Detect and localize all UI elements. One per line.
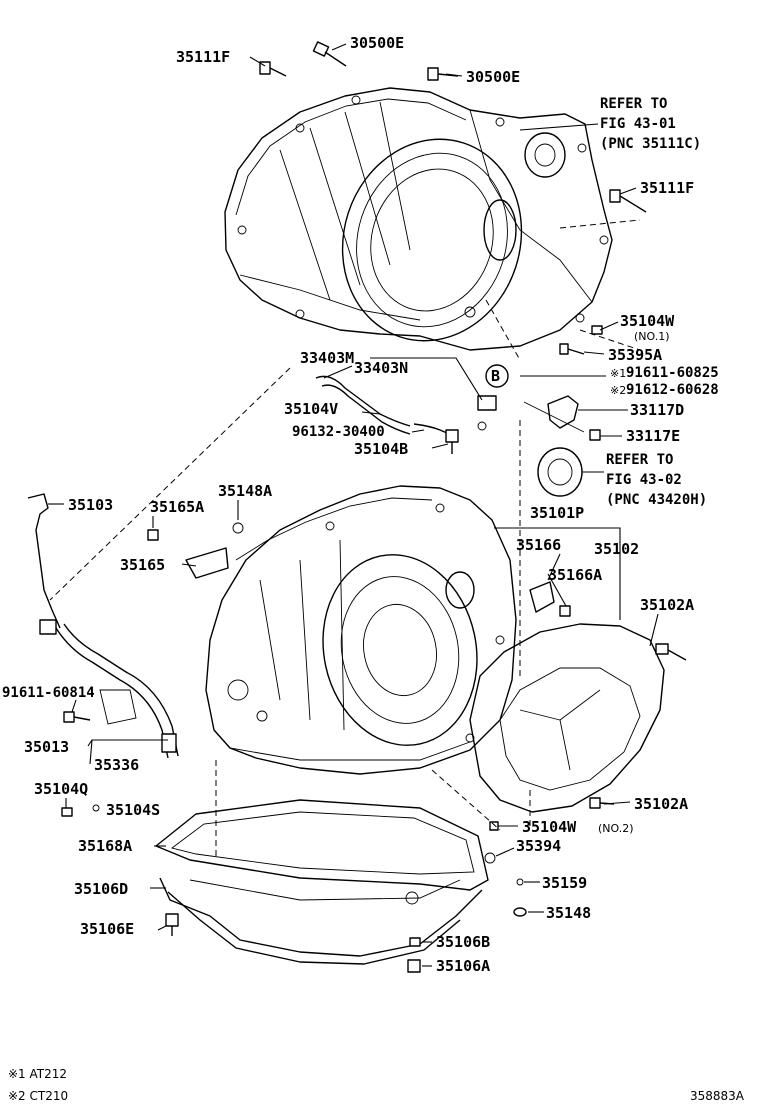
bolt-icon: [609, 189, 647, 213]
bolt-icon: [427, 67, 459, 81]
drain-plug-icon: [407, 937, 421, 973]
label-91611-60825: 91611-60825: [626, 365, 719, 381]
label-35106e: 35106E: [80, 920, 134, 938]
plug-icon: [232, 522, 244, 534]
oil-pan: [159, 877, 483, 965]
transaxle-housing: [224, 87, 613, 351]
label-33117e: 33117E: [626, 427, 680, 445]
label-30500e-upper: 30500E: [350, 34, 404, 52]
oil-cooler-hose: [315, 375, 459, 454]
label-35159: 35159: [542, 874, 587, 892]
label-35165: 35165: [120, 556, 165, 574]
bolt-icon: [165, 913, 179, 936]
mark-1: ※1: [610, 367, 626, 380]
shim-icon: [529, 581, 555, 613]
label-35104w-no1-note: (NO.1): [634, 330, 670, 343]
refer2-text-line1: REFER TO: [606, 452, 673, 468]
dowel-pin-icon: [591, 325, 603, 335]
label-35111f-left: 35111F: [176, 48, 230, 66]
label-35106b: 35106B: [436, 933, 490, 951]
label-35104q: 35104Q: [34, 780, 88, 798]
label-35102a-lower: 35102A: [634, 795, 688, 813]
label-33403n: 33403N: [354, 359, 408, 377]
label-35104w-no1: 35104W: [620, 312, 675, 330]
label-35111f-right: 35111F: [640, 179, 694, 197]
label-35013: 35013: [24, 738, 69, 756]
label-35104w-no2: 35104W: [522, 818, 577, 836]
oil-pan-gasket: [155, 799, 489, 891]
b-marker: B: [485, 364, 509, 388]
plug-icon: [61, 804, 100, 817]
footnote-1: ※1 AT212: [8, 1067, 67, 1081]
bolt-icon: [312, 41, 347, 67]
label-35148: 35148: [546, 904, 591, 922]
label-35395a: 35395A: [608, 346, 662, 364]
union-fitting-icon: [477, 395, 497, 431]
label-35166a: 35166A: [548, 566, 602, 584]
label-35148a: 35148A: [218, 482, 272, 500]
label-35102: 35102: [594, 540, 639, 558]
label-35104s: 35104S: [106, 801, 160, 819]
shim-icon: [185, 547, 229, 579]
bolt-icon: [259, 61, 287, 77]
refer2-text-line3: (PNC 43420H): [606, 492, 707, 508]
label-35336: 35336: [94, 756, 139, 774]
bolt-icon: [655, 643, 687, 661]
footnotes: ※1 AT212 ※2 CT210 358883A: [8, 1067, 745, 1103]
label-35104v: 35104V: [284, 400, 338, 418]
label-35106d: 35106D: [74, 880, 128, 898]
label-35166: 35166: [516, 536, 561, 554]
label-35165a: 35165A: [150, 498, 204, 516]
label-33117d: 33117D: [630, 401, 684, 419]
label-35103: 35103: [68, 496, 113, 514]
alignment-lines: [49, 219, 641, 860]
label-91612-60628: 91612-60628: [626, 382, 719, 398]
dipstick-tube: [27, 493, 179, 759]
b-marker-text: B: [491, 367, 500, 385]
mark-2: ※2: [610, 384, 626, 397]
label-35106a: 35106A: [436, 957, 490, 975]
footnote-2: ※2 CT210: [8, 1089, 68, 1103]
label-30500e-lower: 30500E: [466, 68, 520, 86]
oil-seal-icon: [537, 447, 583, 497]
label-35394: 35394: [516, 837, 561, 855]
bolt-icon: [147, 529, 159, 541]
refer-text-line2: FIG 43-01: [600, 116, 676, 132]
transaxle-case: [205, 485, 517, 775]
speed-sensor: [523, 395, 601, 441]
refer-text-line1: REFER TO: [600, 96, 667, 112]
refer2-text-line2: FIG 43-02: [606, 472, 682, 488]
bolt-icon: [63, 711, 91, 723]
figure-id: 358883A: [690, 1089, 745, 1103]
label-91611-60814: 91611-60814: [2, 685, 95, 701]
label-35104b: 35104B: [354, 440, 408, 458]
label-35168a: 35168A: [78, 837, 132, 855]
label-96132-30400: 96132-30400: [292, 424, 385, 440]
label-33403m: 33403M: [300, 349, 354, 367]
label-35104w-no2-note: (NO.2): [598, 822, 634, 835]
transaxle-side-cover: [469, 623, 665, 813]
part-labels: 30500E 30500E 35111F 35111F REFER TO FIG…: [2, 34, 719, 975]
refer-text-line3: (PNC 35111C): [600, 136, 701, 152]
label-35101p: 35101P: [530, 504, 584, 522]
bolt-icon: [559, 605, 571, 617]
seal-ring-icon: [484, 821, 527, 917]
label-35102a-upper: 35102A: [640, 596, 694, 614]
leader-lines: [48, 43, 659, 967]
bolt-icon: [559, 343, 585, 355]
